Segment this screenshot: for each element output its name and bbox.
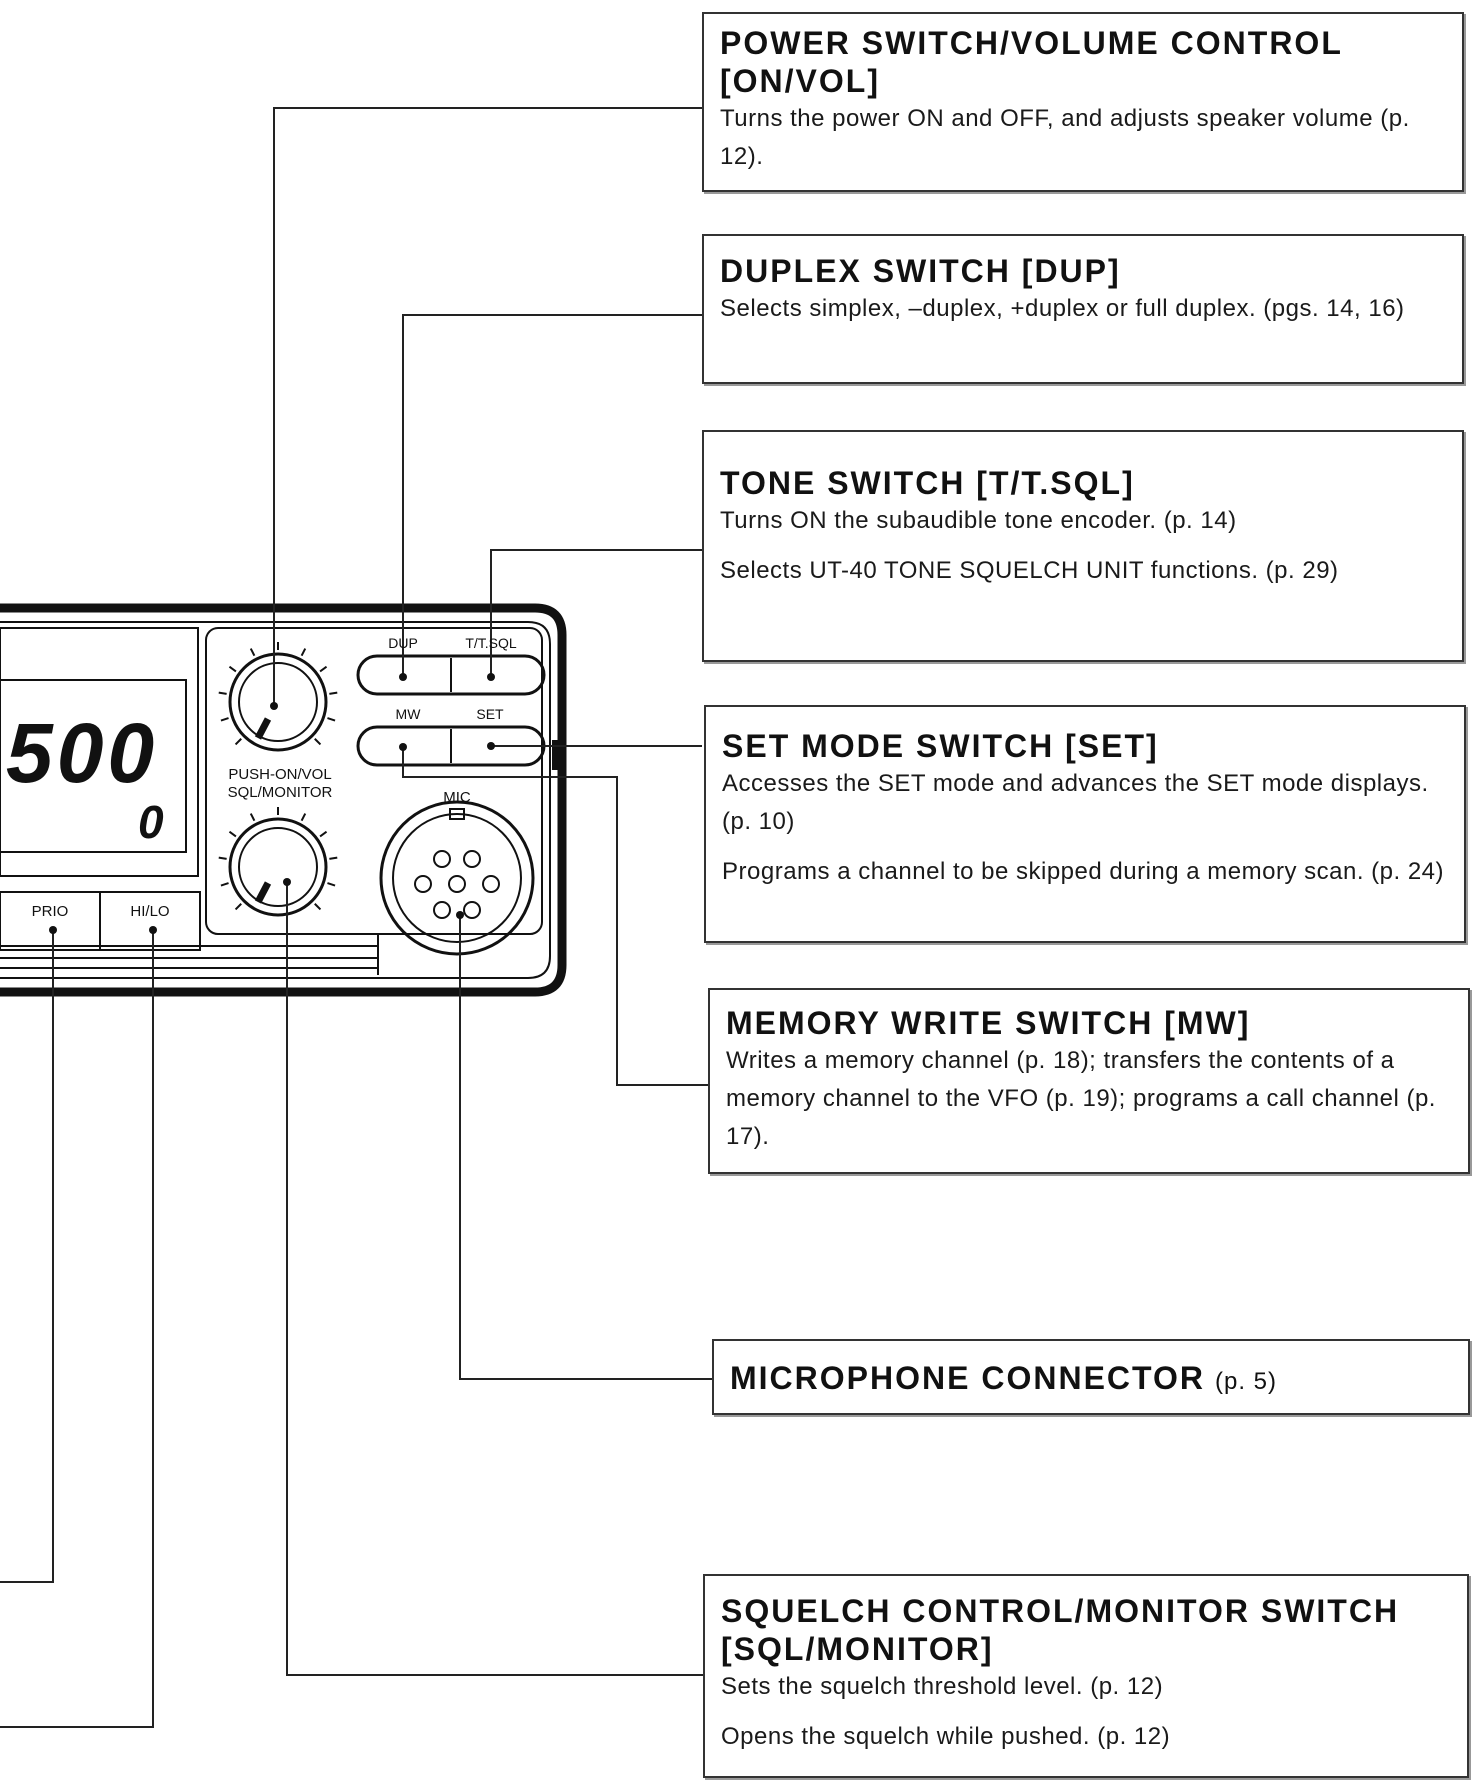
knob-tick — [327, 717, 336, 722]
callout-set-desc-2: Programs a channel to be skipped during … — [722, 858, 1445, 885]
callout-power: POWER SWITCH/VOLUME CONTROL [ON/VOL] Tur… — [702, 12, 1464, 192]
callout-tone-title: TONE SWITCH [T/T.SQL] — [720, 465, 1135, 501]
leader-prio — [0, 930, 54, 1583]
leader-mw — [402, 747, 708, 1086]
callout-duplex-title: DUPLEX SWITCH [DUP] — [720, 253, 1121, 289]
mic-key — [449, 808, 465, 820]
knob-label-line2: SQL/MONITOR — [228, 784, 333, 801]
callout-mic-page-ref: (p. 5) — [1214, 1368, 1277, 1395]
knob-tick — [314, 738, 322, 746]
callout-set-desc-1: Accesses the SET mode and advances the S… — [722, 770, 1429, 835]
callout-mic-title: MICROPHONE CONNECTOR (p. 5) — [730, 1359, 1452, 1401]
knob-label-line1: PUSH-ON/VOL — [228, 766, 331, 783]
mic-pin — [433, 901, 451, 919]
leader-mic — [459, 915, 712, 1380]
mic-pin — [463, 901, 481, 919]
dup-tone-button-pill — [356, 654, 546, 696]
mic-pin — [433, 850, 451, 868]
knob-tick — [218, 856, 227, 860]
mw-button-label: MW — [396, 706, 422, 722]
knob-tick — [218, 691, 227, 695]
vol-knob — [228, 652, 328, 752]
sql-knob-indicator — [254, 881, 272, 904]
prio-button-label: PRIO — [32, 903, 69, 920]
knob-tick — [319, 665, 328, 673]
callout-mic: MICROPHONE CONNECTOR (p. 5) — [712, 1339, 1470, 1415]
control-section-frame — [205, 627, 543, 935]
knob-tick — [249, 648, 256, 657]
callout-tone: TONE SWITCH [T/T.SQL] Turns ON the subau… — [702, 430, 1464, 662]
knob-tick — [314, 903, 322, 911]
mic-pin — [463, 850, 481, 868]
leader-dot — [487, 673, 495, 681]
tone-button-label: T/T.SQL — [465, 635, 517, 651]
knob-tick — [319, 830, 328, 838]
knob-tick — [327, 882, 336, 887]
dup-button-label: DUP — [388, 635, 418, 651]
vol-knob-indicator — [254, 717, 272, 740]
callout-mw-title: MEMORY WRITE SWITCH [MW] — [726, 1005, 1251, 1041]
mic-connector-outer — [379, 800, 535, 956]
callout-mic-title-text: MICROPHONE CONNECTOR — [730, 1360, 1205, 1396]
leader-dot — [399, 743, 407, 751]
knob-tick — [329, 856, 338, 860]
callout-sql-title: SQUELCH CONTROL/MONITOR SWITCH [SQL/MONI… — [721, 1593, 1400, 1667]
mic-connector-ring — [392, 813, 522, 943]
leader-dot — [487, 742, 495, 750]
callout-duplex-desc: Selects simplex, –duplex, +duplex or ful… — [720, 295, 1405, 322]
leader-dot — [270, 702, 278, 710]
knob-tick — [234, 903, 242, 911]
mic-pin — [482, 875, 500, 893]
leader-hilo — [0, 930, 154, 1728]
lcd-sub-readout: 0 — [138, 796, 164, 848]
knob-tick — [220, 717, 229, 722]
knob-tick — [300, 813, 307, 822]
knob-tick — [249, 813, 256, 822]
hilo-button-label: HI/LO — [130, 903, 169, 920]
radio-body-inner — [0, 621, 551, 979]
mic-pin — [448, 875, 466, 893]
callout-set-title: SET MODE SWITCH [SET] — [722, 728, 1159, 764]
set-button-label: SET — [476, 706, 504, 722]
callout-mw: MEMORY WRITE SWITCH [MW] Writes a memory… — [708, 988, 1470, 1174]
callout-sql: SQUELCH CONTROL/MONITOR SWITCH [SQL/MONI… — [703, 1574, 1469, 1778]
leader-dot — [456, 911, 464, 919]
callout-power-title: POWER SWITCH/VOLUME CONTROL [ON/VOL] — [720, 25, 1343, 99]
callout-power-desc: Turns the power ON and OFF, and adjusts … — [720, 105, 1410, 170]
callout-set: SET MODE SWITCH [SET] Accesses the SET m… — [704, 705, 1466, 943]
leader-tone — [490, 549, 702, 677]
leader-dot — [399, 673, 407, 681]
knob-tick — [228, 830, 237, 838]
callout-tone-desc-2: Selects UT-40 TONE SQUELCH UNIT function… — [720, 557, 1339, 584]
knob-tick — [300, 648, 307, 657]
leader-dot — [49, 926, 57, 934]
knob-tick — [228, 665, 237, 673]
leader-duplex — [402, 314, 702, 677]
leader-sql — [286, 882, 703, 1676]
leader-dot — [283, 878, 291, 886]
callout-duplex: DUPLEX SWITCH [DUP] Selects simplex, –du… — [702, 234, 1464, 384]
vol-knob-inner — [238, 662, 318, 742]
knob-tick — [234, 738, 242, 746]
leader-lines — [0, 107, 712, 1728]
lcd-window — [0, 679, 187, 853]
mic-label: MIC — [443, 789, 471, 806]
callout-tone-desc-1: Turns ON the subaudible tone encoder. (p… — [720, 507, 1237, 534]
knob-tick — [220, 882, 229, 887]
lcd-main-readout: 500 — [6, 706, 158, 800]
leader-dots — [49, 673, 495, 934]
knob-tick — [329, 691, 338, 695]
leader-dot — [149, 926, 157, 934]
sql-knob-inner — [238, 827, 318, 907]
callout-sql-desc-1: Sets the squelch threshold level. (p. 12… — [721, 1673, 1164, 1700]
sql-knob — [228, 817, 328, 917]
mic-pin — [414, 875, 432, 893]
callout-sql-desc-2: Opens the squelch while pushed. (p. 12) — [721, 1723, 1171, 1750]
leader-power — [273, 107, 702, 706]
callout-mw-desc: Writes a memory channel (p. 18); transfe… — [726, 1047, 1436, 1150]
radio-body-outline — [0, 603, 567, 997]
display-frame — [0, 627, 199, 877]
